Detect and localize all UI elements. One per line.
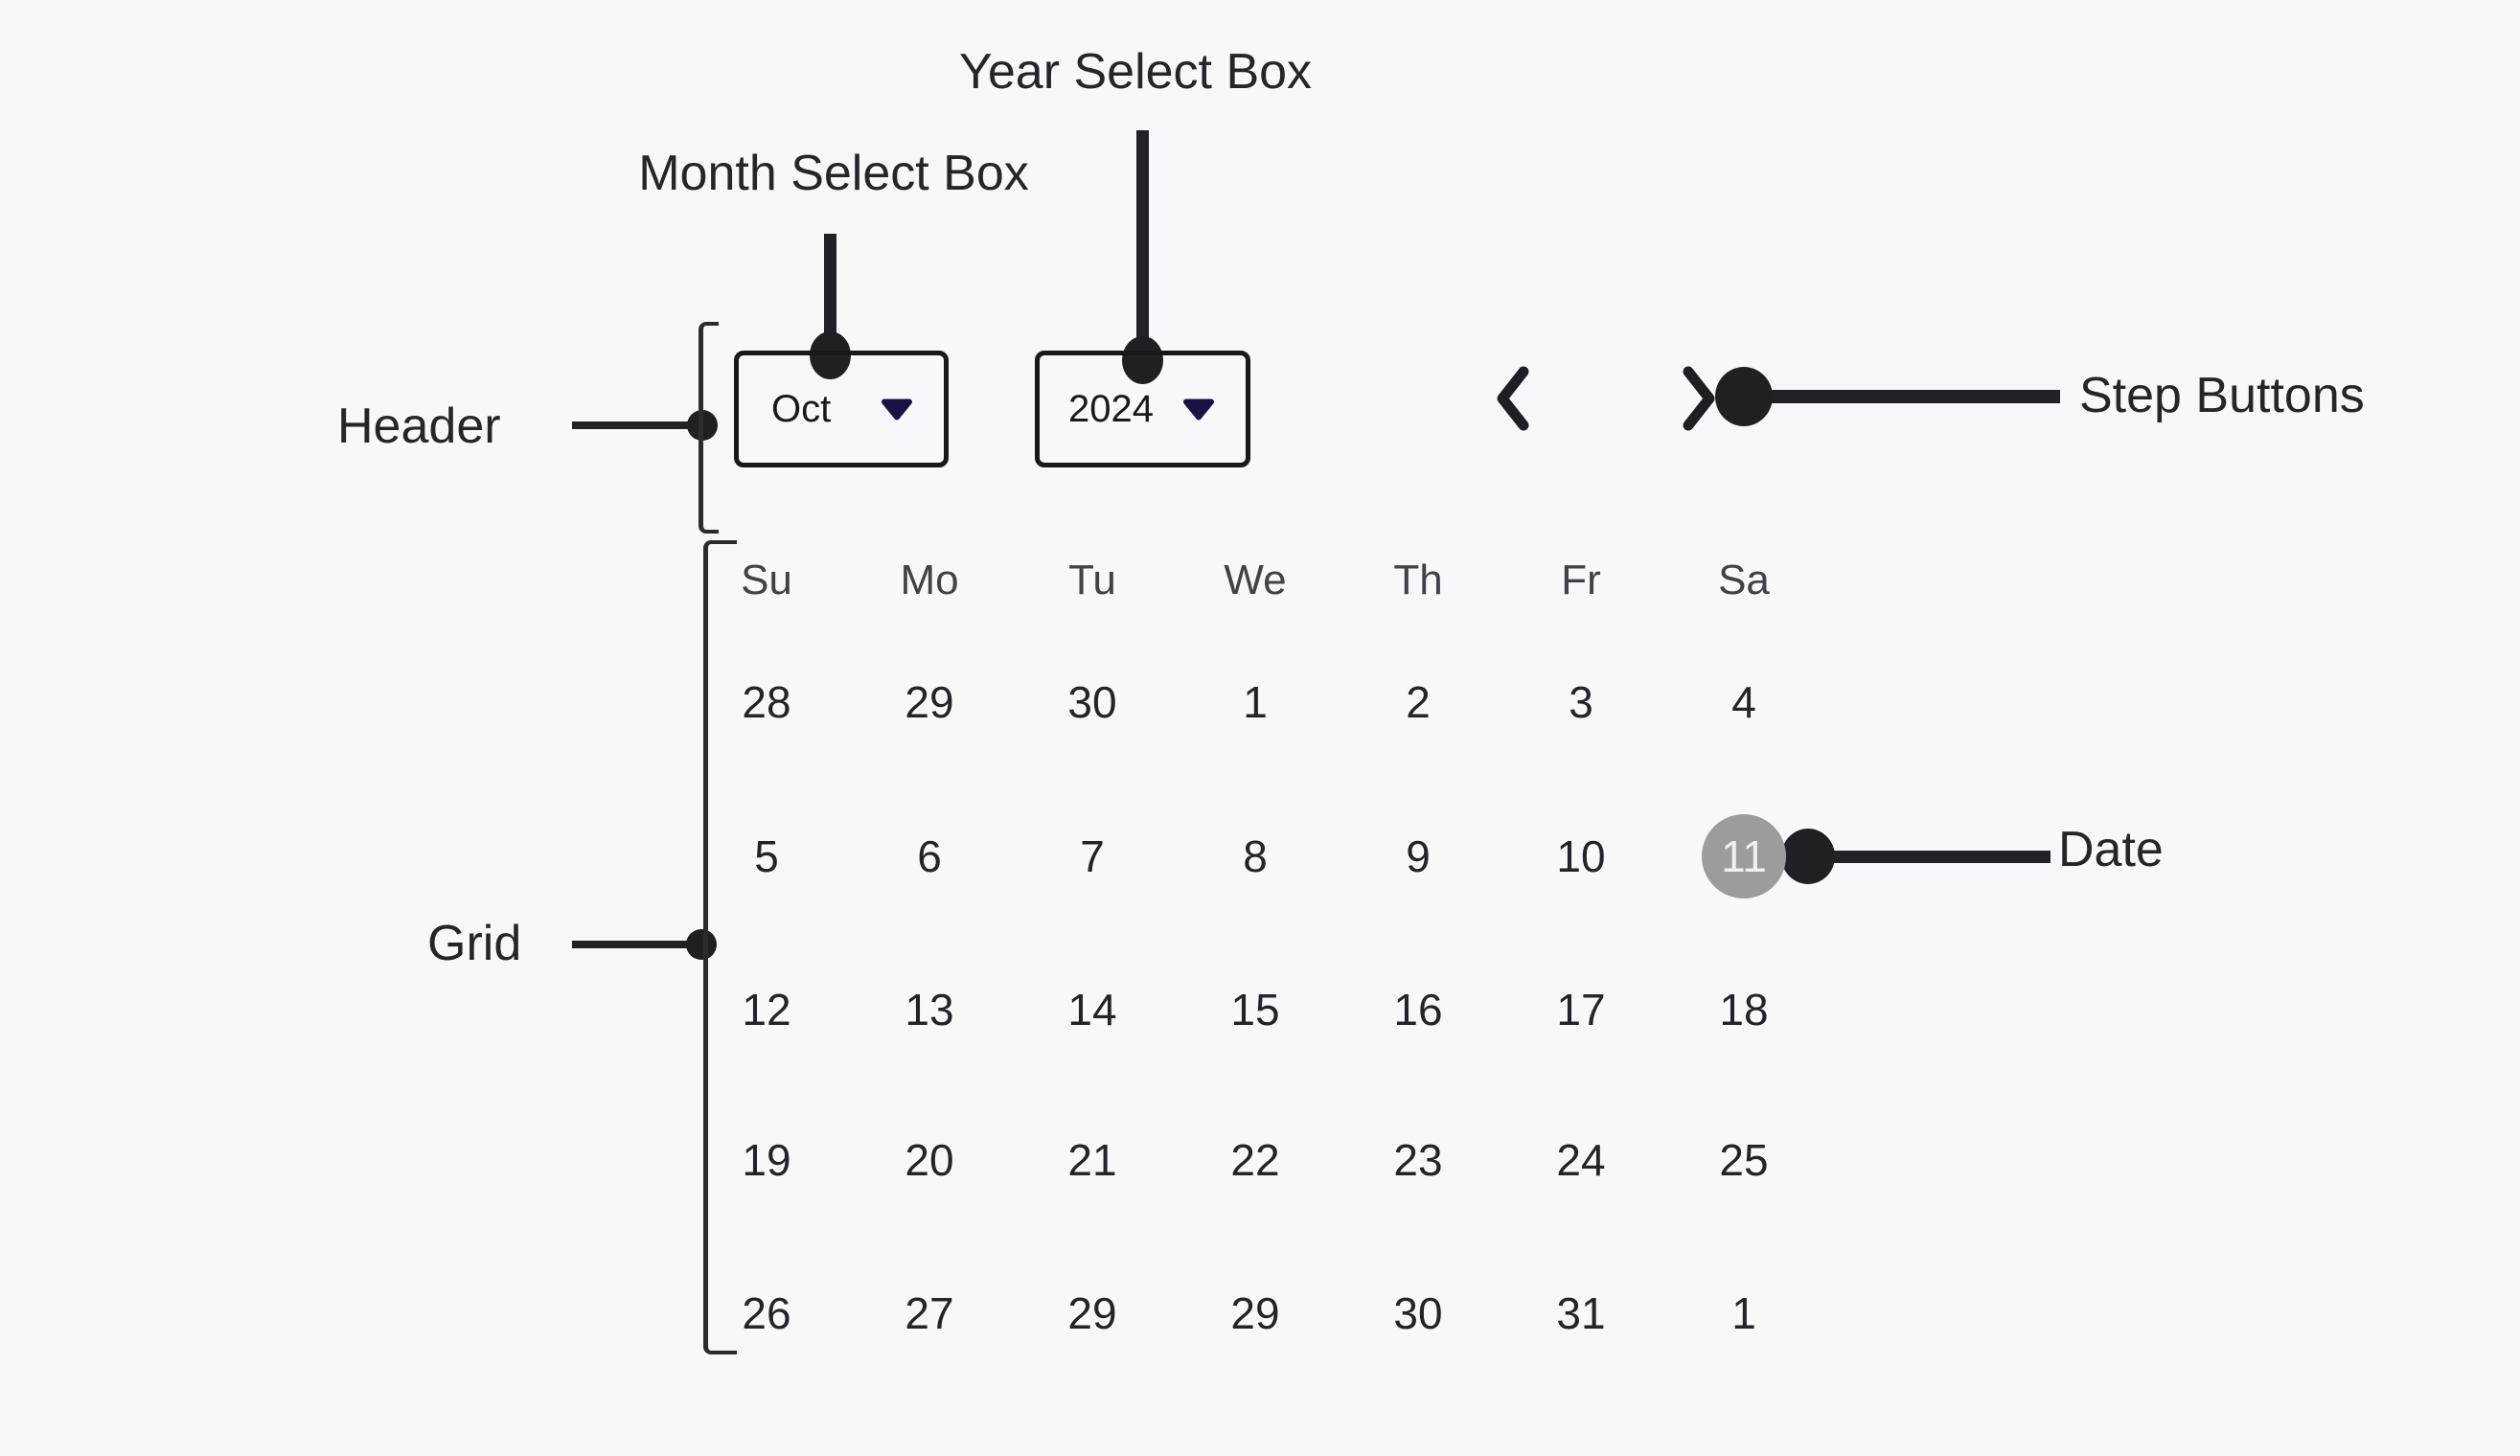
annotation-header: Header <box>337 398 501 454</box>
weekday-label: Th <box>1393 557 1443 603</box>
weekday-label: Tu <box>1068 557 1116 603</box>
connector-line-header <box>572 421 692 429</box>
annotation-grid: Grid <box>427 916 522 971</box>
date-cell[interactable]: 9 <box>1406 831 1431 881</box>
next-month-button[interactable] <box>1667 362 1729 435</box>
date-cell[interactable]: 25 <box>1719 1135 1769 1185</box>
annotation-month-select-box: Month Select Box <box>638 146 1029 201</box>
date-cell[interactable]: 18 <box>1719 985 1769 1035</box>
date-cell[interactable]: 27 <box>905 1288 954 1338</box>
date-cell[interactable]: 2 <box>1406 677 1431 727</box>
date-cell[interactable]: 10 <box>1556 831 1606 881</box>
date-cell[interactable]: 12 <box>742 985 791 1035</box>
annotation-date: Date <box>2058 822 2164 877</box>
date-cell[interactable]: 29 <box>1230 1288 1280 1338</box>
callout-dot-month-select <box>810 331 851 379</box>
weekday-label: Mo <box>900 557 959 603</box>
connector-line-year-select <box>1136 130 1149 362</box>
grid-bracket <box>703 540 737 1354</box>
date-cell[interactable]: 1 <box>1731 1288 1756 1338</box>
connector-line-month-select <box>824 234 836 358</box>
chevron-right-icon <box>1667 362 1729 435</box>
date-cell[interactable]: 4 <box>1731 677 1756 727</box>
date-cell[interactable]: 24 <box>1556 1135 1606 1185</box>
date-cell[interactable]: 15 <box>1230 985 1280 1035</box>
prev-month-button[interactable] <box>1483 362 1545 435</box>
chevron-left-icon <box>1483 362 1545 435</box>
date-cell[interactable]: 1 <box>1243 677 1268 727</box>
month-select-value: Oct <box>771 387 832 430</box>
callout-dot-step-buttons <box>1715 367 1773 426</box>
connector-line-step-buttons <box>1763 390 2060 403</box>
date-cell[interactable]: 26 <box>742 1288 791 1338</box>
date-cell[interactable]: 3 <box>1569 677 1593 727</box>
annotation-step-buttons: Step Buttons <box>2079 368 2365 423</box>
date-cell[interactable]: 30 <box>1393 1288 1443 1338</box>
month-select-box[interactable]: Oct <box>734 351 949 467</box>
date-cell[interactable]: 30 <box>1067 677 1117 727</box>
date-cell[interactable]: 5 <box>754 831 779 881</box>
date-cell[interactable]: 16 <box>1393 985 1443 1035</box>
weekday-label: Su <box>741 557 792 603</box>
date-cell[interactable]: 7 <box>1080 831 1105 881</box>
weekday-header-row: Su Mo Tu We Th Fr Sa <box>685 552 1825 609</box>
annotation-year-select-box: Year Select Box <box>958 44 1313 100</box>
date-cell[interactable]: 6 <box>917 831 942 881</box>
date-cell[interactable]: 29 <box>1067 1288 1117 1338</box>
date-cell[interactable]: 21 <box>1067 1135 1117 1185</box>
date-cell[interactable]: 14 <box>1067 985 1117 1035</box>
date-cell[interactable]: 19 <box>742 1135 791 1185</box>
date-cell[interactable]: 29 <box>905 677 954 727</box>
callout-dot-date <box>1781 829 1835 884</box>
date-cell[interactable]: 13 <box>905 985 954 1035</box>
weekday-label: Fr <box>1561 557 1601 603</box>
selected-date-circle: 11 <box>1702 814 1786 899</box>
dropdown-arrow-icon <box>881 388 913 431</box>
date-row: 19 20 21 22 23 24 25 <box>685 1118 1825 1202</box>
dropdown-arrow-icon <box>1182 388 1215 431</box>
date-cell[interactable]: 17 <box>1556 985 1606 1035</box>
date-row: 28 29 30 1 2 3 4 <box>685 660 1825 744</box>
date-cell[interactable]: 8 <box>1243 831 1268 881</box>
date-cell[interactable]: 28 <box>742 677 791 727</box>
weekday-label: We <box>1224 557 1287 603</box>
date-cell[interactable]: 22 <box>1230 1135 1280 1185</box>
selected-date-cell[interactable]: 11 <box>1662 814 1825 899</box>
year-select-box[interactable]: 2024 <box>1035 351 1250 467</box>
date-cell[interactable]: 20 <box>905 1135 954 1185</box>
date-row: 26 27 29 29 30 31 1 <box>685 1271 1825 1355</box>
header-bracket <box>699 322 719 534</box>
date-row: 12 13 14 15 16 17 18 <box>685 967 1825 1052</box>
weekday-label: Sa <box>1718 557 1770 603</box>
date-row: 5 6 7 8 9 10 11 <box>685 814 1825 899</box>
callout-dot-year-select <box>1122 336 1163 384</box>
connector-line-grid <box>572 941 692 948</box>
connector-line-date <box>1825 851 2050 863</box>
date-cell[interactable]: 31 <box>1556 1288 1606 1338</box>
callout-dot-grid <box>686 929 717 960</box>
date-cell[interactable]: 23 <box>1393 1135 1443 1185</box>
year-select-value: 2024 <box>1068 387 1154 430</box>
